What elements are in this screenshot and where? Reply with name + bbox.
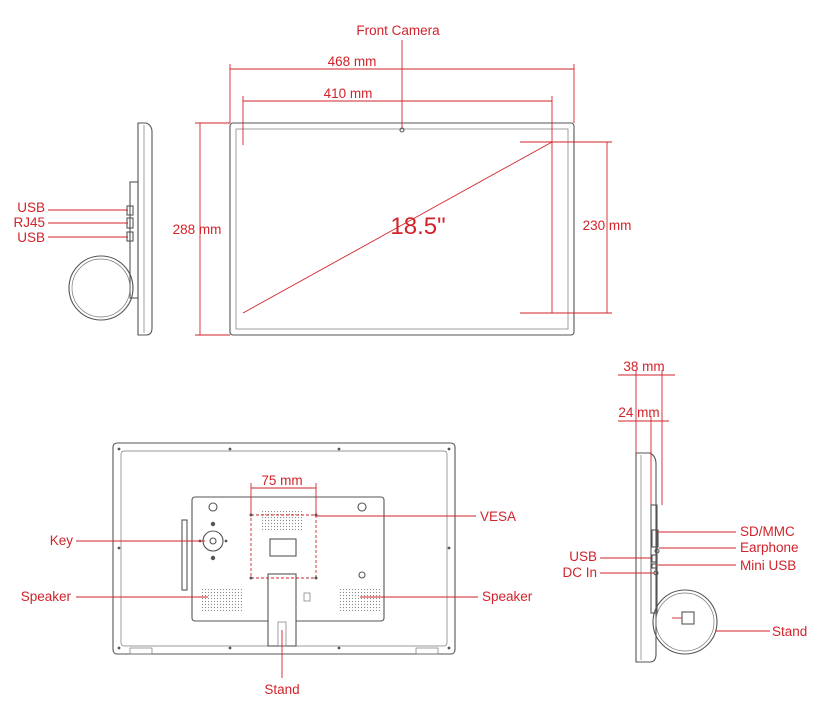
vesa-pattern-box	[250, 514, 317, 579]
height-screen-label: 230 mm	[583, 218, 632, 233]
back-stand-post	[267, 573, 297, 647]
right-side-body	[635, 452, 657, 663]
side-port-label-usb-1: USB	[17, 200, 45, 215]
back-housing	[112, 442, 456, 655]
width-screen-label: 410 mm	[324, 86, 373, 101]
side-key-strip	[181, 519, 188, 591]
vesa-label: VESA	[480, 509, 516, 524]
earphone-jack-icon	[654, 548, 660, 554]
keyhole-icon-1	[208, 502, 218, 512]
sdmmc-slot	[651, 529, 659, 548]
back-view: 75 mm VESA Key Speaker Speaker Stand	[21, 442, 533, 697]
side-stand-ring	[68, 255, 134, 321]
depth-body-label: 24 mm	[618, 405, 659, 420]
side-body-outline	[137, 122, 153, 336]
front-screen	[235, 128, 569, 330]
key-label: Key	[50, 533, 74, 548]
height-outer-label: 288 mm	[173, 222, 222, 237]
side-port-label-usb-2: USB	[17, 230, 45, 245]
mini-usb-label: Mini USB	[740, 558, 796, 573]
keyhole-icon-2	[357, 502, 367, 512]
side-usb-port-2	[126, 231, 134, 242]
right-stand-bolt	[681, 611, 695, 625]
right-stand-ring	[652, 589, 718, 655]
sdmmc-label: SD/MMC	[740, 524, 795, 539]
label-plate	[269, 538, 297, 557]
side-stand-ring-inner	[71, 258, 131, 318]
key-right-button-icon	[224, 539, 228, 543]
dc-in-label: DC In	[562, 565, 597, 580]
side-port-block	[129, 181, 139, 299]
top-vent-grill	[262, 511, 302, 531]
speaker-right-label: Speaker	[482, 589, 533, 604]
back-foot-right	[415, 647, 439, 655]
width-outer-label: 468 mm	[328, 54, 377, 69]
diagonal-label: 18.5"	[390, 213, 445, 240]
right-stand-label: Stand	[772, 624, 807, 639]
right-stand-ring-inner	[655, 592, 715, 652]
front-view: Front Camera 468 mm 410 mm 288 mm 230 mm…	[173, 23, 632, 336]
side-usb-port-1	[126, 205, 134, 216]
key-icon	[202, 530, 224, 552]
back-foot-left	[129, 647, 153, 655]
speaker-left-grill	[202, 589, 242, 611]
back-stand-label: Stand	[264, 682, 299, 697]
vesa-dim-label: 75 mm	[261, 473, 302, 488]
depth-total-label: 38 mm	[623, 359, 664, 374]
front-camera-icon	[399, 127, 405, 133]
key-bottom-button-icon	[210, 555, 216, 561]
earphone-label: Earphone	[740, 540, 799, 555]
mini-usb-port	[651, 563, 658, 569]
side-port-label-rj45: RJ45	[13, 215, 45, 230]
key-center-icon	[209, 537, 217, 545]
key-top-button-icon	[210, 521, 216, 527]
right-usb-label: USB	[569, 549, 597, 564]
speaker-left-label: Speaker	[21, 589, 72, 604]
speaker-right-grill	[338, 589, 382, 611]
right-side-view: 38 mm 24 mm SD/MMC Earphone Mini USB USB…	[562, 359, 807, 663]
diagonal-line	[242, 141, 553, 314]
left-side-view: USB RJ45 USB	[13, 122, 153, 336]
back-screws	[117, 447, 451, 650]
keyhole-icon-3	[358, 571, 366, 579]
right-usb-port	[651, 554, 658, 563]
front-camera-label: Front Camera	[356, 23, 440, 38]
power-jack-icon	[303, 592, 311, 602]
